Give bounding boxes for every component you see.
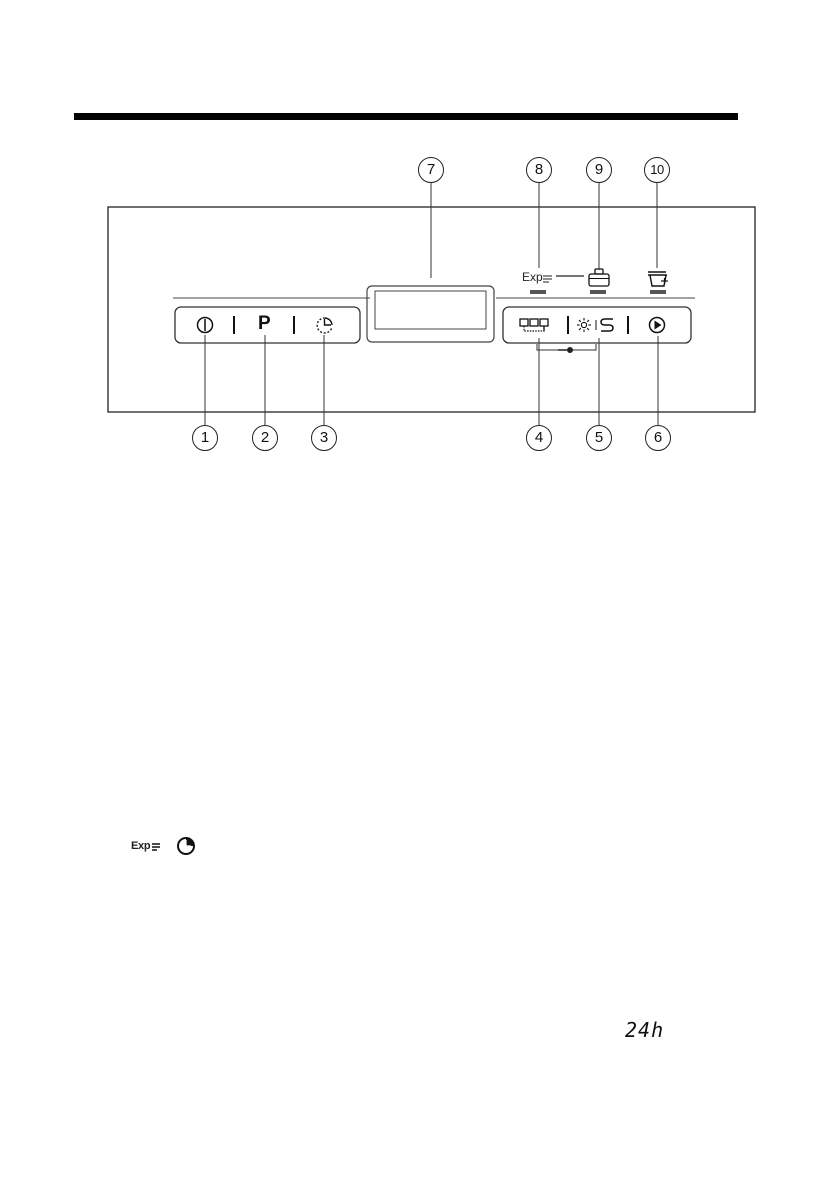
salt-icon — [648, 272, 668, 286]
bottom-clock-graphic — [178, 838, 194, 854]
rinse-aid-icon — [589, 269, 609, 286]
display-frame — [367, 286, 494, 342]
callout-10: 10 — [644, 157, 670, 183]
callout-8: 8 — [526, 157, 552, 183]
program-button-label[interactable]: P — [258, 313, 271, 335]
express-indicator-label: Exp — [522, 270, 543, 284]
salt-led — [650, 290, 666, 294]
display-window — [375, 291, 486, 329]
half-load-button[interactable] — [516, 312, 552, 338]
callout-1: 1 — [192, 425, 218, 451]
bottom-express-lines — [152, 844, 160, 850]
rinse-aid-led — [590, 290, 606, 294]
callout-3: 3 — [311, 425, 337, 451]
callout-7: 7 — [418, 157, 444, 183]
callout-5: 5 — [586, 425, 612, 451]
express-symbol-text: Exp — [131, 840, 150, 852]
callout-9: 9 — [586, 157, 612, 183]
start-button[interactable] — [644, 312, 670, 338]
extra-dry-button[interactable] — [574, 312, 618, 338]
display-24h-reading: 24h — [625, 1018, 664, 1042]
express-indicator-lines — [543, 276, 584, 282]
delay-button[interactable] — [310, 312, 336, 338]
callout-4: 4 — [526, 425, 552, 451]
power-button[interactable] — [192, 312, 218, 338]
callout-2: 2 — [252, 425, 278, 451]
express-led — [530, 290, 546, 294]
callout-6: 6 — [645, 425, 671, 451]
